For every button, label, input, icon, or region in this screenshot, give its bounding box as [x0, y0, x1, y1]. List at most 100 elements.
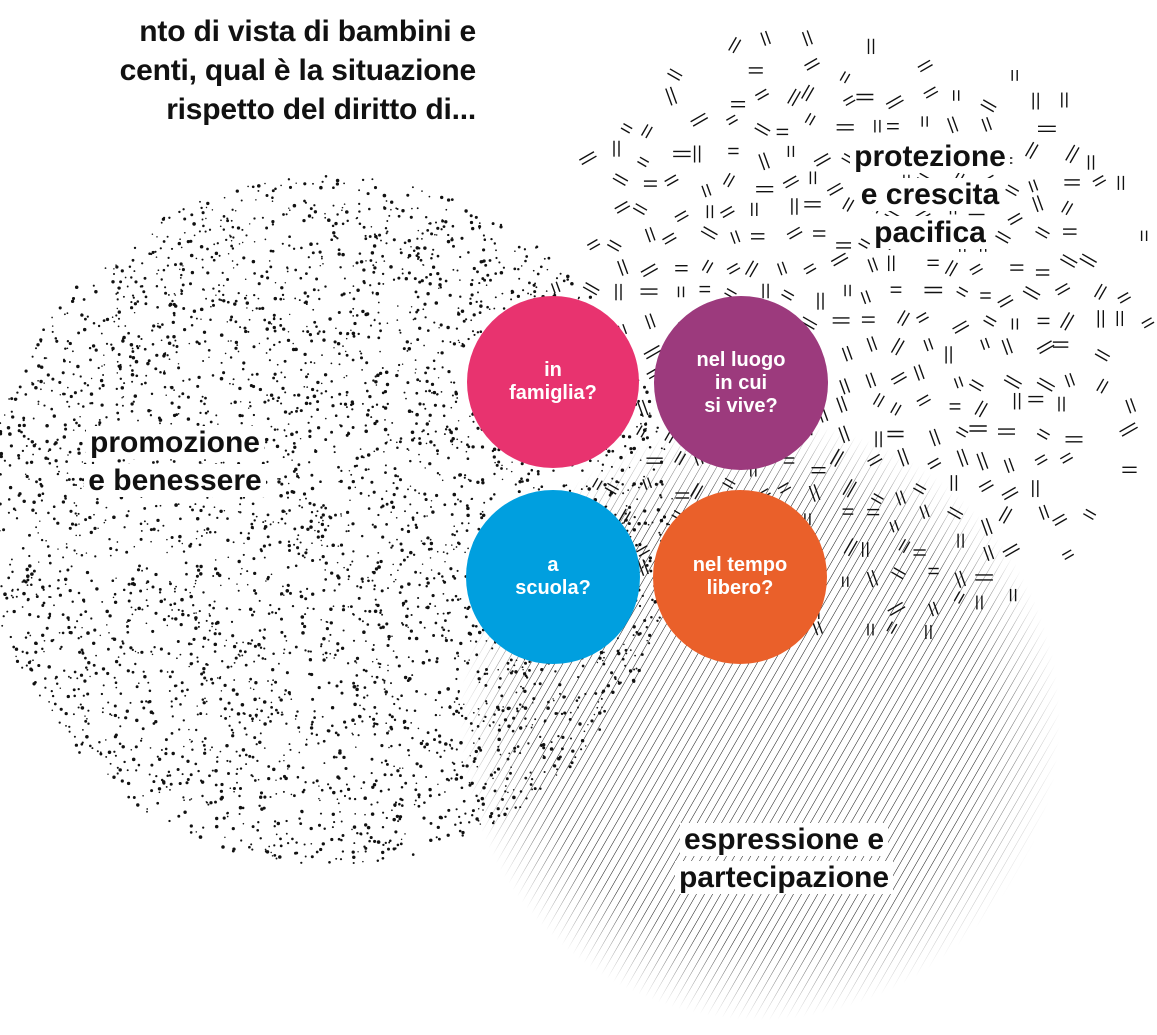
texture-dash [664, 174, 679, 187]
texture-dash [945, 346, 952, 364]
texture-dot [360, 352, 363, 355]
texture-dot [304, 300, 308, 304]
texture-dot [444, 220, 448, 224]
texture-dot [65, 460, 68, 463]
texture-dot [444, 791, 446, 793]
texture-dot [258, 342, 261, 345]
texture-dash [980, 337, 990, 351]
texture-dot [0, 451, 4, 456]
texture-dot [97, 324, 101, 328]
texture-dot [621, 657, 625, 661]
texture-dot [56, 472, 60, 476]
texture-dot [25, 567, 29, 572]
texture-dot [168, 819, 171, 823]
texture-dot [423, 344, 425, 347]
texture-dot [248, 714, 252, 718]
texture-dot [92, 284, 95, 287]
texture-dot [37, 493, 42, 498]
texture-dash-stroke [889, 521, 895, 533]
texture-dot [66, 347, 69, 350]
texture-dot [273, 854, 277, 857]
texture-dot [97, 366, 100, 370]
texture-dot [550, 741, 553, 744]
texture-dot [124, 276, 127, 279]
texture-dot [351, 358, 355, 362]
texture-dot [440, 228, 443, 231]
texture-dot [111, 579, 115, 583]
texture-dot [471, 809, 475, 813]
texture-dash [838, 425, 850, 444]
texture-dot [385, 502, 389, 506]
texture-dot [86, 315, 89, 318]
texture-dot [271, 196, 274, 199]
texture-dash [875, 431, 882, 448]
texture-dot [356, 288, 360, 292]
texture-dot [472, 760, 476, 763]
texture-dot [416, 605, 420, 608]
texture-dot [459, 706, 463, 710]
texture-dot [459, 598, 462, 600]
texture-dot [64, 583, 67, 586]
texture-dot [376, 723, 379, 726]
texture-dash-stroke [669, 86, 678, 104]
texture-dot [306, 386, 309, 388]
texture-dot [477, 630, 482, 635]
texture-dot [266, 577, 270, 581]
texture-dash-stroke [642, 559, 649, 575]
texture-dot [2, 528, 6, 532]
texture-dot [395, 655, 398, 659]
texture-dot [501, 464, 503, 467]
texture-dot [456, 438, 459, 441]
texture-dot [418, 492, 420, 495]
texture-dot [549, 747, 554, 751]
texture-dot [633, 515, 636, 519]
texture-dot [429, 541, 434, 546]
texture-dot [636, 425, 638, 428]
texture-dot [321, 513, 325, 517]
texture-dot [155, 284, 159, 288]
texture-dot [291, 347, 296, 352]
texture-dot [435, 660, 439, 664]
texture-dot [123, 760, 126, 764]
texture-dot [125, 550, 129, 554]
texture-dot [399, 251, 403, 255]
texture-dot [75, 504, 78, 507]
texture-dash-stroke [912, 487, 924, 495]
texture-dot [0, 585, 3, 588]
texture-dot [361, 178, 365, 182]
texture-dot [359, 356, 364, 360]
texture-dot [248, 607, 253, 612]
texture-dash-stroke [891, 571, 904, 580]
texture-dot [409, 485, 412, 487]
texture-dot [223, 645, 226, 647]
texture-dot [139, 589, 143, 593]
texture-dot [352, 265, 355, 267]
texture-dot [611, 477, 614, 480]
texture-dot [319, 516, 323, 519]
texture-dot [296, 406, 299, 410]
texture-dot [154, 250, 157, 253]
texture-dot [513, 664, 516, 667]
texture-dot [605, 454, 608, 457]
texture-dot [39, 379, 43, 384]
texture-dot [101, 667, 106, 671]
texture-dot [203, 340, 207, 343]
texture-dot [355, 687, 359, 692]
texture-dot [209, 530, 212, 534]
texture-dot [151, 343, 155, 346]
texture-dot [560, 712, 564, 716]
texture-dot [176, 767, 180, 772]
texture-dot [460, 786, 464, 790]
texture-dot [354, 813, 357, 815]
texture-dot [272, 438, 276, 442]
texture-dot [13, 397, 18, 401]
texture-dot [276, 711, 280, 715]
texture-dash [865, 372, 877, 389]
texture-dot [339, 680, 343, 684]
texture-dash [957, 533, 964, 548]
texture-dot [112, 596, 115, 599]
texture-dot [330, 238, 334, 242]
texture-dot [643, 509, 647, 513]
texture-dot [179, 653, 182, 656]
texture-dot [372, 644, 375, 646]
